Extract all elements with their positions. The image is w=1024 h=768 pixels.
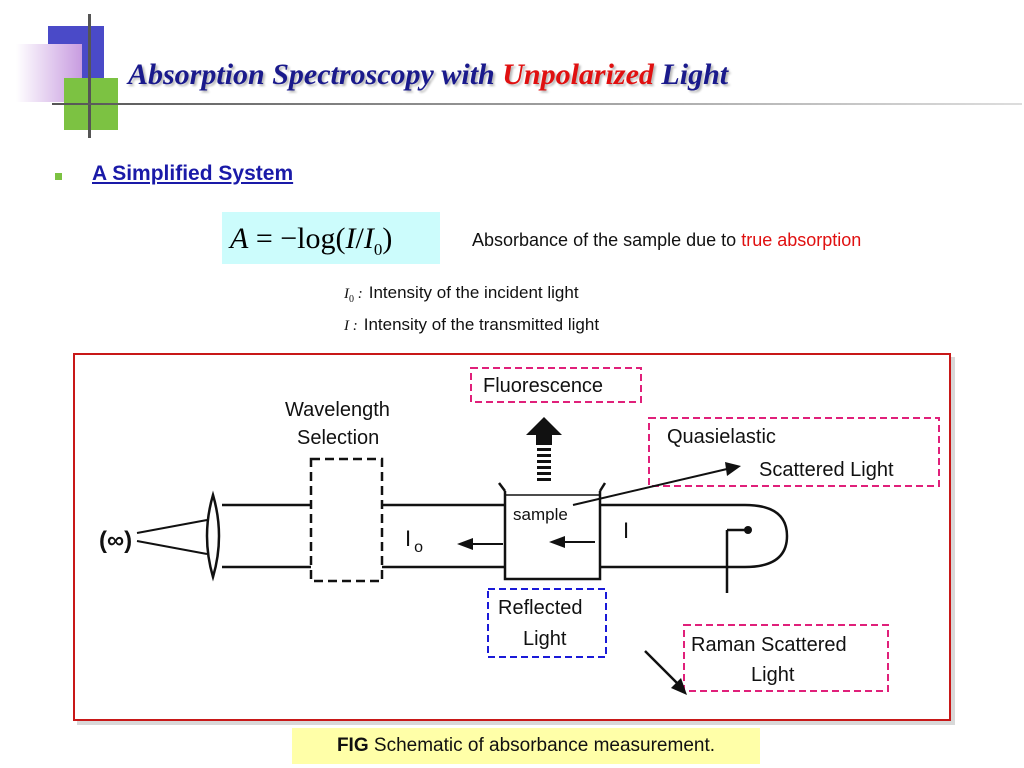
formula-A: A <box>230 222 249 255</box>
bullet-marker <box>55 173 62 180</box>
definition-I0: I0 :Intensity of the incident light <box>344 283 579 305</box>
io-arrow <box>457 538 503 550</box>
fluorescence-label: Fluorescence <box>483 375 603 397</box>
definition-text: Intensity of the transmitted light <box>363 315 600 334</box>
formula: A = −log(I/I0) <box>230 222 392 260</box>
beam-tube <box>222 503 789 569</box>
lens <box>205 490 221 582</box>
raman-label-1: Raman Scattered <box>691 634 847 656</box>
raman-probe-dot <box>744 526 752 534</box>
raman-label-2: Light <box>751 664 795 686</box>
definition-symbol: I <box>344 318 349 334</box>
caption-label: FIG <box>336 735 369 756</box>
transmitted-arrow <box>549 536 595 548</box>
caption-text: Schematic of absorbance measurement. <box>368 735 716 756</box>
sample-cuvette <box>498 482 607 581</box>
quasielastic-label-1: Quasielastic <box>667 426 776 448</box>
formula-close: ) <box>382 222 393 255</box>
raman-box <box>683 624 889 692</box>
detector-cone <box>136 519 208 555</box>
page-title: Absorption Spectroscopy with Unpolarized… <box>128 58 728 92</box>
formula-sub0: 0 <box>373 240 383 259</box>
sample-label: sample <box>513 505 568 524</box>
wavelength-label-2: Selection <box>297 427 379 449</box>
i-label: I <box>623 518 629 543</box>
decor-line-horizontal <box>52 103 1022 105</box>
formula-eq: = −log( <box>248 222 346 255</box>
fluorescence-up-arrow <box>526 417 562 481</box>
formula-box <box>222 212 440 264</box>
reflected-label-2: Light <box>523 628 567 650</box>
section-heading-link[interactable]: A Simplified System <box>92 162 294 185</box>
figure-caption: FIG Schematic of absorbance measurement. <box>292 728 760 764</box>
title-text-2: Light <box>661 58 729 91</box>
raman-probe <box>725 528 747 593</box>
raman-arrow <box>644 650 687 695</box>
definition-sub: 0 <box>349 294 354 305</box>
absorbance-highlight: true absorption <box>741 230 862 250</box>
definition-text: Intensity of the incident light <box>368 283 579 302</box>
quasielastic-box <box>648 417 940 487</box>
wavelength-selection-box <box>309 457 384 583</box>
decor-line-vertical <box>88 14 91 138</box>
quasielastic-arrow <box>572 462 741 506</box>
formula-I0: I <box>363 222 374 255</box>
absorbance-note: Absorbance of the sample due to true abs… <box>472 230 861 251</box>
definition-I: I :Intensity of the transmitted light <box>344 315 600 334</box>
schematic-diagram: Fluorescence Wavelength Selection Quasie… <box>73 353 951 721</box>
detector-symbol: (∞) <box>99 527 132 554</box>
quasielastic-label-2: Scattered Light <box>759 459 894 481</box>
title-text-1: Absorption Spectroscopy with <box>128 58 495 91</box>
formula-I: I <box>345 222 356 255</box>
formula-slash: / <box>355 222 364 255</box>
reflected-box <box>487 588 607 658</box>
wavelength-label-1: Wavelength <box>285 399 390 421</box>
absorbance-text: Absorbance of the sample due to <box>472 230 737 250</box>
reflected-label-1: Reflected <box>498 597 583 619</box>
fluorescence-box <box>470 367 642 403</box>
definition-symbol: I <box>344 286 349 302</box>
title-highlight: Unpolarized <box>502 58 654 91</box>
